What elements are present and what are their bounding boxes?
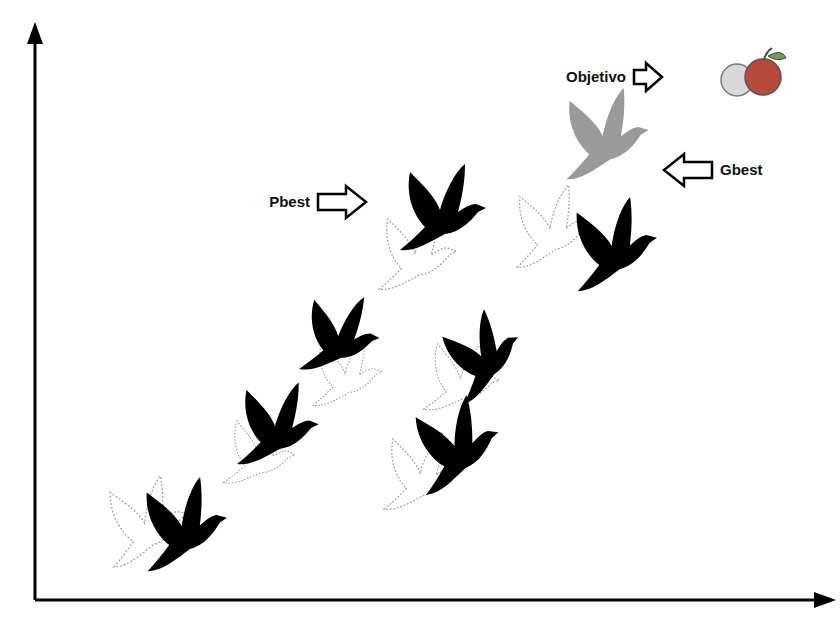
pointer-arrow: [634, 63, 662, 91]
axes: [27, 22, 836, 608]
pointer-arrows: [318, 63, 712, 218]
annotation-label: Objetivo: [566, 69, 626, 86]
bird-particle: [566, 194, 663, 291]
pointer-arrow: [318, 186, 366, 218]
bird-particle: [136, 474, 233, 571]
fruit: [745, 59, 781, 95]
annotation-label: Pbest: [269, 194, 310, 211]
y-axis-arrowhead: [27, 22, 43, 44]
pointer-arrow: [664, 154, 712, 186]
y-axis: [34, 40, 37, 600]
fruit-leaf: [768, 52, 786, 59]
bird-particle: [299, 292, 383, 376]
particles: [136, 164, 663, 571]
bird-pbest: [400, 164, 486, 250]
annotation-label: Gbest: [720, 162, 763, 179]
x-axis-arrowhead: [814, 592, 836, 608]
target-fruits: [721, 48, 786, 96]
bird-particle: [431, 301, 534, 404]
bird-particle: [404, 390, 509, 496]
previous-positions: [100, 183, 595, 567]
x-axis: [35, 599, 818, 602]
bird-gbest: [559, 86, 652, 179]
bird-particle: [237, 382, 319, 464]
